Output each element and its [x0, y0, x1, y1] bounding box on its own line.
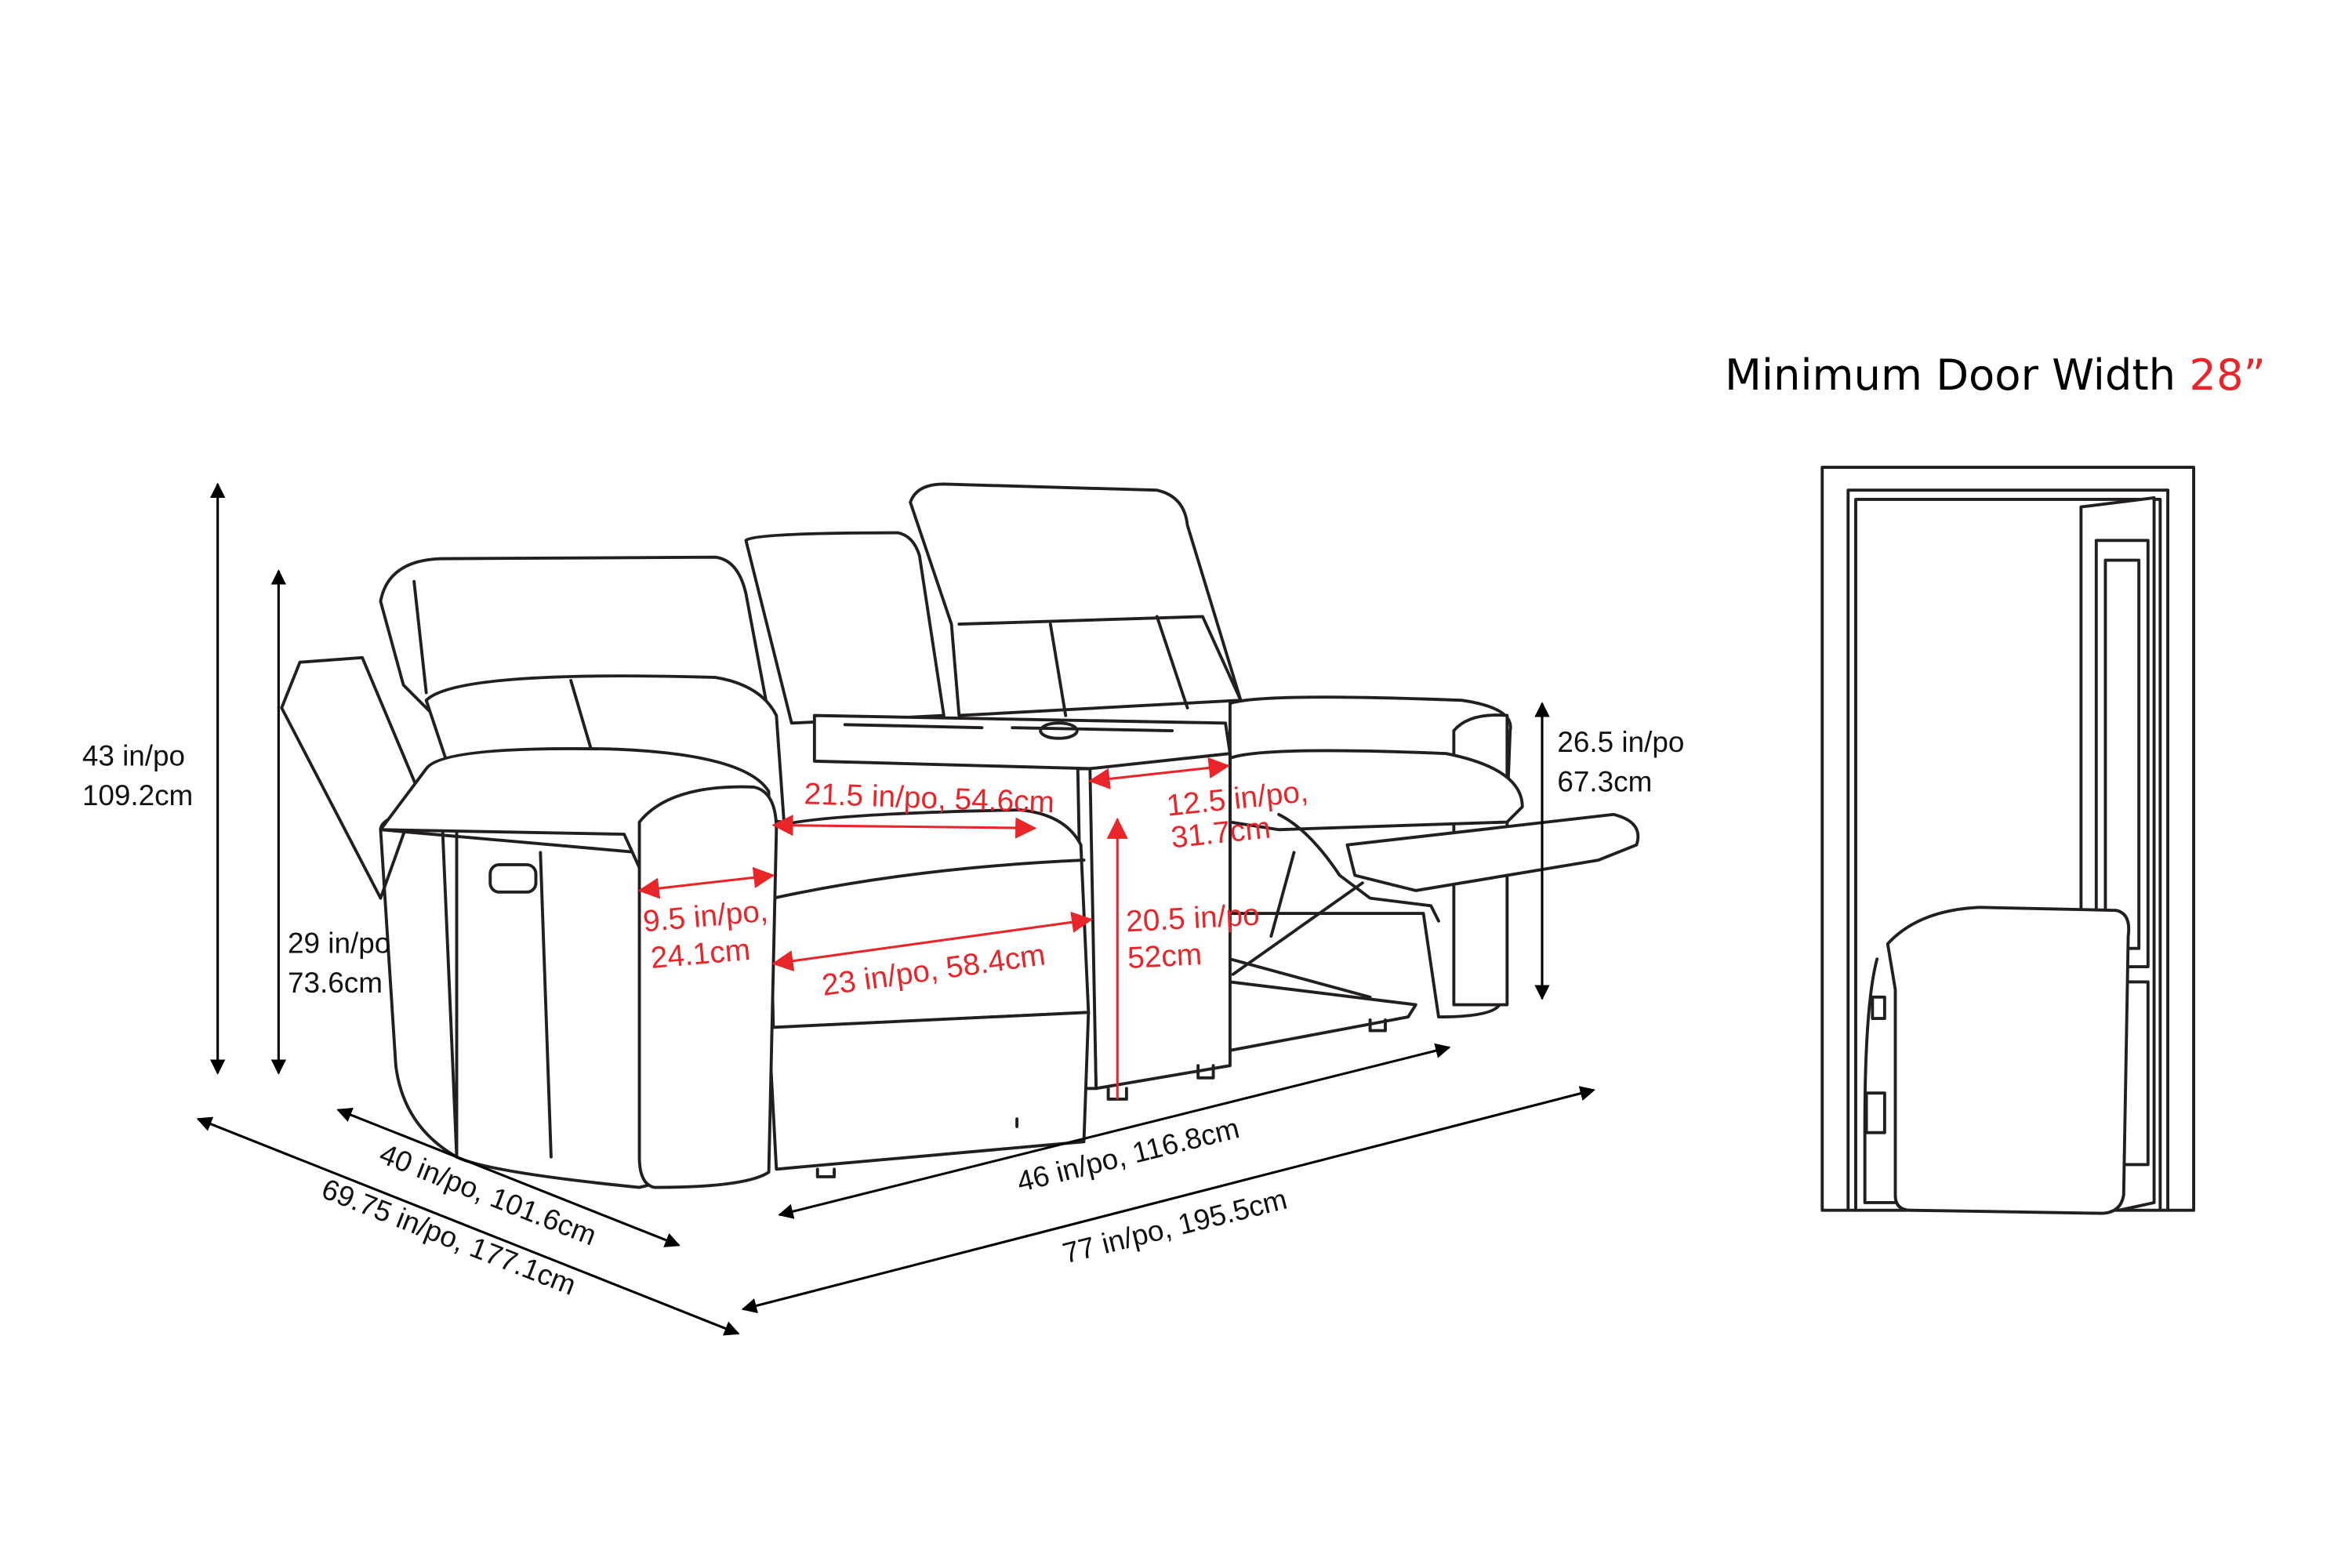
door-illustration [1820, 466, 2195, 1215]
seat-width-label: 21.5 in/po, 54.6cm [804, 777, 1055, 819]
door-width-value: 28” [2189, 350, 2265, 400]
arm-height-label-cm: 67.3cm [1557, 766, 1652, 798]
seat-back-height-label-cm: 73.6cm [288, 967, 383, 999]
arm-height-label: 26.5 in/po [1557, 726, 1684, 758]
console-height-label-cm: 52cm [1127, 938, 1203, 975]
sofa-illustration [280, 482, 1640, 1189]
console-height-label: 20.5 in/po [1125, 898, 1261, 938]
seat-back-height-label: 29 in/po [288, 927, 390, 960]
overall-width-label: 77 in/po, 195.5cm [1059, 1183, 1290, 1270]
overall-height-label-cm: 109.2cm [82, 779, 193, 811]
door-width-title: Minimum Door Width 28” [1725, 350, 2266, 400]
overall-height-label: 43 in/po [82, 740, 185, 772]
